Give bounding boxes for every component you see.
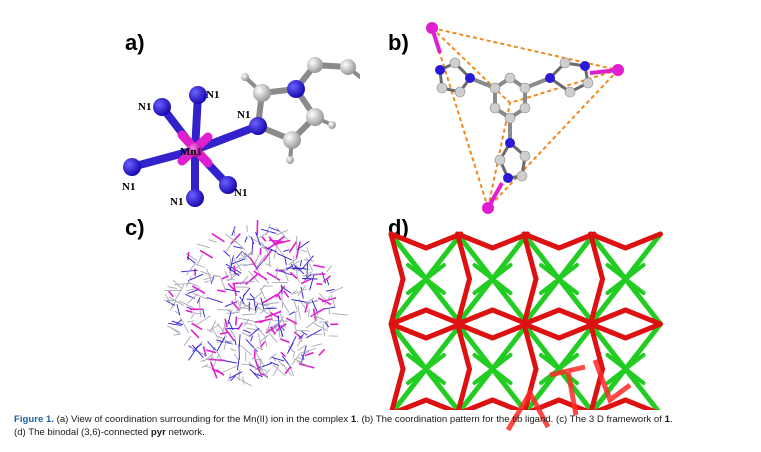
panel-d-network-figure <box>388 231 663 410</box>
label-n1: N1 <box>122 181 135 193</box>
caption-text: network. <box>165 427 205 438</box>
label-n1: N1 <box>206 89 219 101</box>
label-n1: N1 <box>234 187 247 199</box>
panel-b-ligand-figure <box>426 22 624 214</box>
label-mn1: Mn1 <box>180 146 202 158</box>
network-name: pyr <box>150 427 166 438</box>
caption-text: (a) View of coordination surrounding for… <box>53 414 351 425</box>
label-n1: N1 <box>237 109 250 121</box>
panel-a-coordination-figure: Mn1 N1 N1 N1 N1 N1 N1 <box>122 57 360 208</box>
label-n1: N1 <box>170 196 183 208</box>
label-n1: N1 <box>138 101 151 113</box>
panel-c-framework-figure <box>163 219 349 387</box>
panel-label-b: b) <box>388 30 409 55</box>
caption-text: . <box>669 414 673 425</box>
figure-caption: Figure 1. (a) View of coordination surro… <box>14 413 754 439</box>
caption-text: (d) The binodal (3,6)-connected <box>14 427 151 438</box>
caption-text: . (b) The coordination pattern for the t… <box>356 414 665 425</box>
figure-number: Figure 1. <box>14 414 54 425</box>
panel-label-c: c) <box>125 215 145 240</box>
panel-label-a: a) <box>125 30 145 55</box>
compound-number: 1 <box>664 414 670 425</box>
compound-number: 1 <box>350 414 357 425</box>
